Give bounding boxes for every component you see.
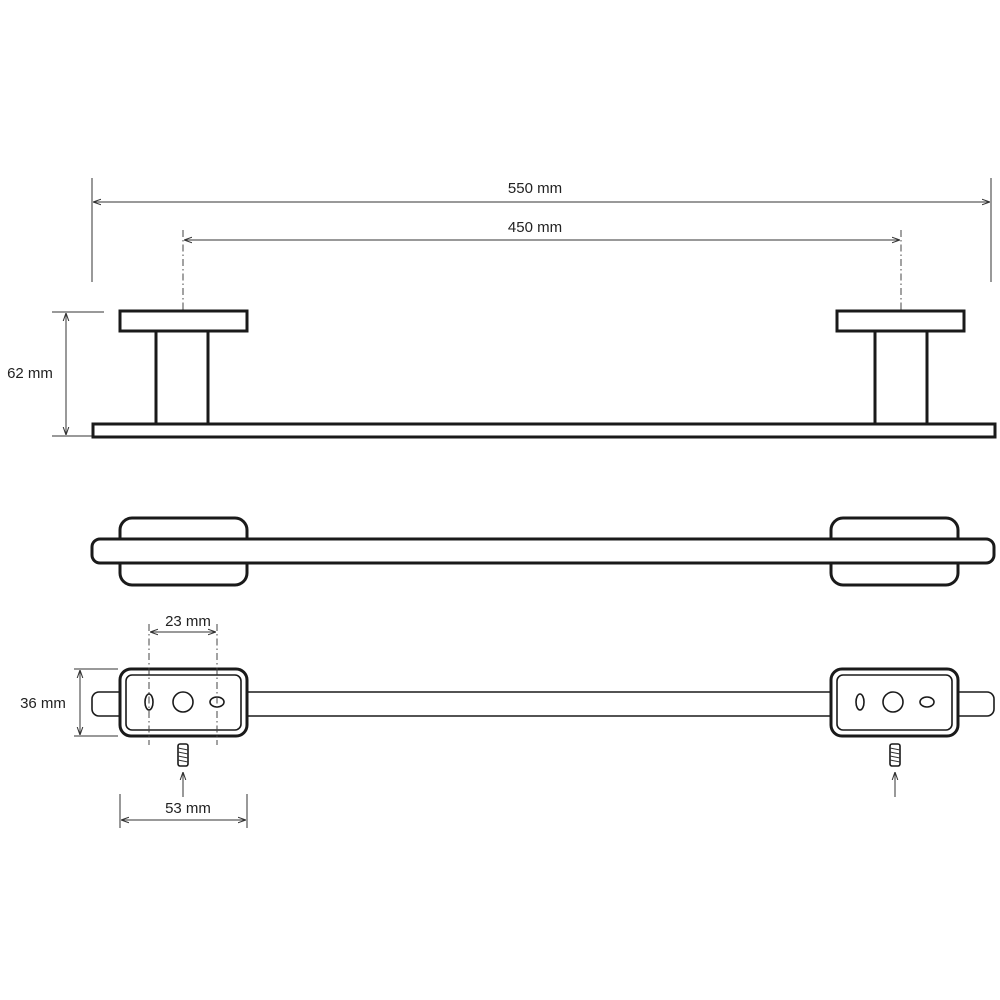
wall-plate-right	[835, 309, 966, 333]
back-view: 23 mm 36 mm 53 mm	[20, 613, 995, 828]
base-width-label: 53 mm	[165, 800, 211, 817]
mounting-hole-right-2	[919, 696, 935, 708]
bar-side	[91, 422, 997, 439]
bar-top	[90, 537, 996, 565]
mounting-hole-right-center	[882, 691, 904, 713]
wall-plate-left	[118, 309, 249, 333]
mounting-hole-left-center	[172, 691, 194, 713]
hole-spacing-label: 23 mm	[165, 613, 211, 630]
base-height-label: 36 mm	[20, 695, 66, 712]
post-left	[154, 329, 210, 426]
mounting-hole-right-1	[855, 693, 865, 711]
post-right	[873, 329, 929, 426]
top-view	[90, 516, 996, 587]
screw-icon	[889, 743, 901, 767]
mounting-distance-label: 450 mm	[508, 219, 562, 236]
screw-icon	[177, 743, 189, 767]
bar-back	[91, 691, 995, 717]
projection-label: 62 mm	[7, 365, 53, 382]
side-view: 550 mm 450 mm 62 mm	[7, 178, 997, 439]
overall-length-label: 550 mm	[508, 180, 562, 197]
